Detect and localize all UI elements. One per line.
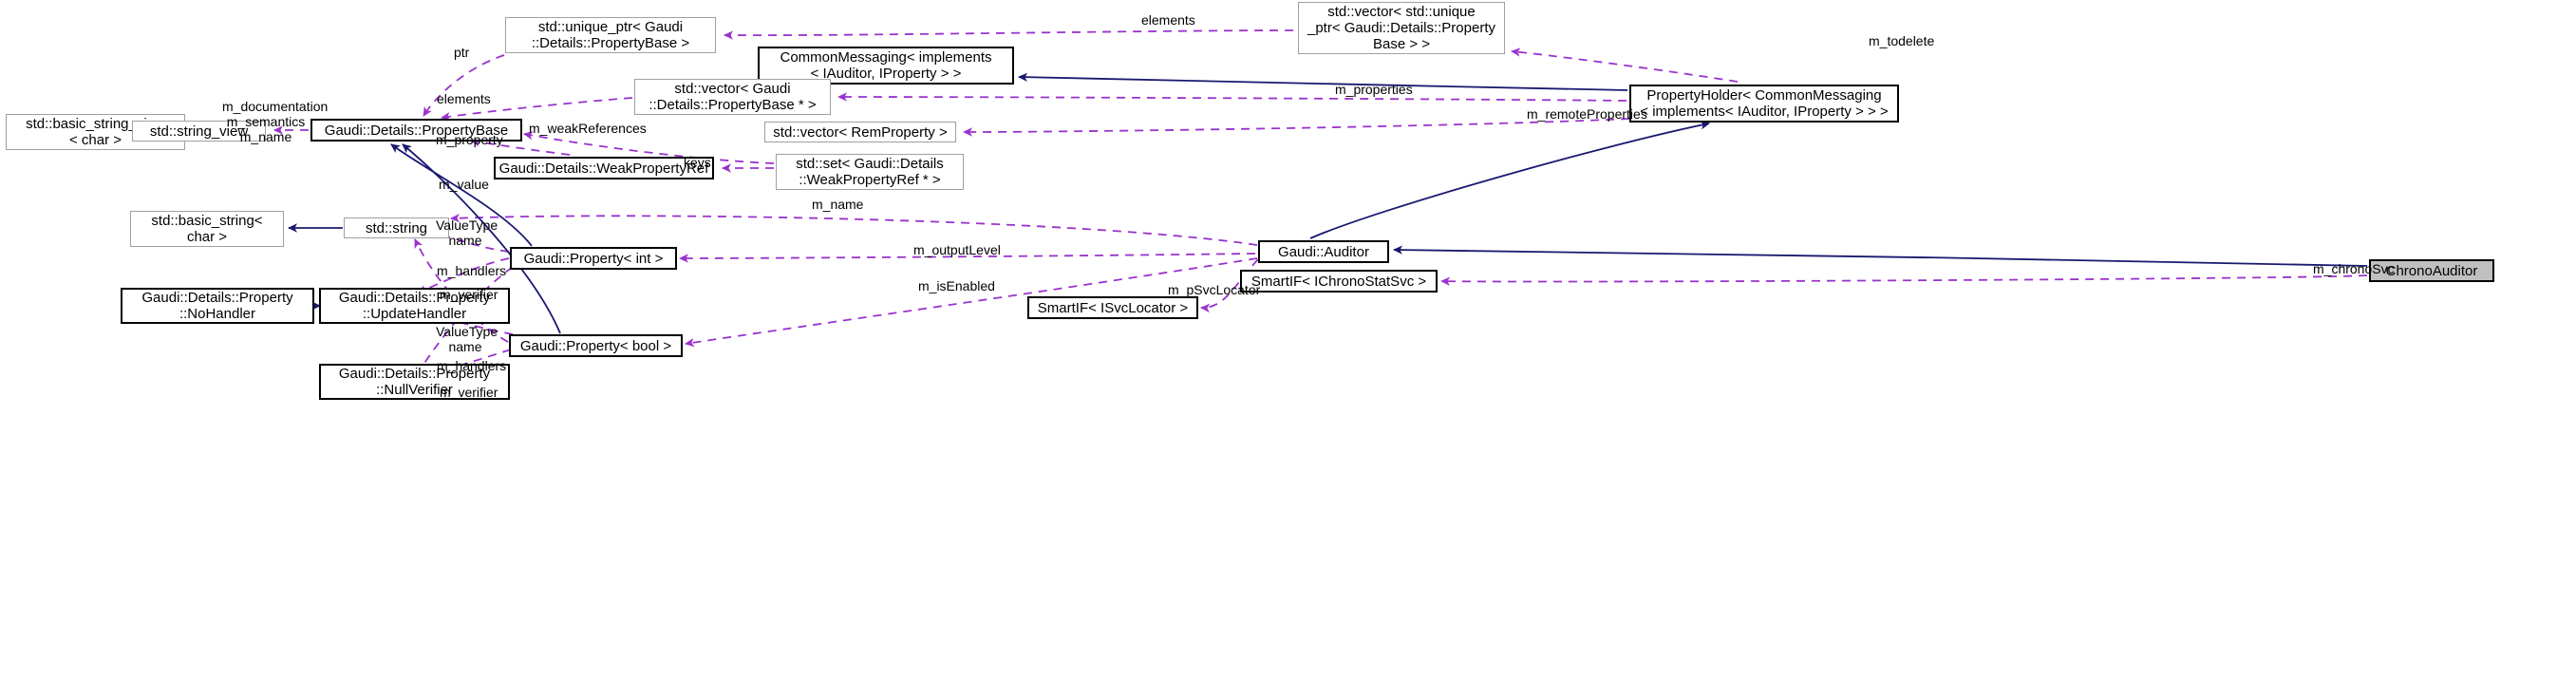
edge-label-m-isenabled: m_isEnabled bbox=[918, 278, 995, 293]
edge-label-m-verifier-2: m_verifier bbox=[440, 385, 498, 400]
edge-label-m-value: m_value bbox=[439, 177, 489, 192]
edge-m-name-right bbox=[450, 213, 1258, 246]
edge-m-todelete bbox=[1511, 47, 1739, 83]
node-chrono-auditor[interactable]: ChronoAuditor bbox=[2369, 259, 2494, 282]
edge-label-m-handlers-1: m_handlers bbox=[437, 263, 507, 278]
edge-label-valuetype-name-1: ValueType name bbox=[436, 217, 498, 248]
node-vector-propertybase-ptr[interactable]: std::vector< Gaudi ::Details::PropertyBa… bbox=[634, 79, 831, 115]
edge-ptr bbox=[423, 54, 505, 117]
node-unique-ptr-propertybase[interactable]: std::unique_ptr< Gaudi ::Details::Proper… bbox=[505, 17, 716, 53]
edge-label-valuetype-name-2: ValueType name bbox=[436, 324, 498, 354]
edge-label-m-documentation: m_documentation m_semantics m_name bbox=[222, 99, 329, 144]
node-gaudi-auditor[interactable]: Gaudi::Auditor bbox=[1258, 240, 1389, 263]
node-vector-unique-ptr-propertybase[interactable]: std::vector< std::unique _ptr< Gaudi::De… bbox=[1298, 2, 1505, 54]
edge-label-m-properties: m_properties bbox=[1335, 82, 1413, 97]
node-smartif-ichronostatsvc[interactable]: SmartIF< IChronoStatSvc > bbox=[1240, 270, 1438, 293]
edge-label-keys: keys bbox=[684, 155, 711, 170]
edge-m-chronosvc bbox=[1440, 274, 2368, 286]
node-property-holder[interactable]: PropertyHolder< CommonMessaging < implem… bbox=[1629, 85, 1899, 123]
edge-label-m-remoteproperties: m_remoteProperties bbox=[1527, 106, 1647, 122]
edge-m-properties bbox=[837, 92, 1627, 102]
node-smartif-isvclocator[interactable]: SmartIF< ISvcLocator > bbox=[1027, 296, 1198, 319]
edge-label-elements-top: elements bbox=[1141, 12, 1195, 28]
node-property-bool[interactable]: Gaudi::Property< bool > bbox=[509, 334, 683, 357]
edge-label-elements-mid: elements bbox=[437, 91, 491, 106]
edge-inherit-auditor-holder bbox=[1309, 121, 1710, 239]
node-weak-property-ref[interactable]: Gaudi::Details::WeakPropertyRef bbox=[494, 157, 714, 179]
edge-label-m-todelete: m_todelete bbox=[1869, 33, 1935, 48]
edge-label-m-name-right: m_name bbox=[812, 197, 864, 212]
node-vector-remproperty[interactable]: std::vector< RemProperty > bbox=[764, 122, 956, 142]
node-set-weak-property-ref[interactable]: std::set< Gaudi::Details ::WeakPropertyR… bbox=[776, 154, 964, 190]
edge-label-m-weakreferences: m_weakReferences bbox=[529, 121, 647, 136]
edge-label-m-handlers-2: m_handlers bbox=[437, 358, 507, 373]
edge-label-ptr: ptr bbox=[454, 45, 470, 60]
edge-label-m-verifier-1: m_verifier bbox=[440, 287, 498, 302]
node-property-base[interactable]: Gaudi::Details::PropertyBase bbox=[310, 119, 522, 142]
node-common-messaging[interactable]: CommonMessaging< implements < IAuditor, … bbox=[758, 47, 1014, 85]
edge-inherit-holder-messaging bbox=[1018, 72, 1628, 91]
edge-label-m-chronosvc: m_chronoSvc bbox=[2313, 261, 2395, 276]
edge-label-m-psvclocator: m_pSvcLocator bbox=[1168, 282, 1261, 297]
node-property-nohandler[interactable]: Gaudi::Details::Property ::NoHandler bbox=[121, 288, 314, 324]
edge-elements-top bbox=[724, 29, 1294, 40]
edge-label-m-outputlevel: m_outputLevel bbox=[913, 242, 1001, 257]
node-basic-string-char[interactable]: std::basic_string< char > bbox=[130, 211, 284, 247]
node-std-string[interactable]: std::string bbox=[344, 217, 449, 238]
node-property-int[interactable]: Gaudi::Property< int > bbox=[510, 247, 677, 270]
edge-label-m-property: m_property bbox=[436, 132, 503, 147]
edge-inherit-chronoauditor bbox=[1393, 245, 2368, 267]
node-string-view[interactable]: std::string_view bbox=[132, 121, 266, 142]
